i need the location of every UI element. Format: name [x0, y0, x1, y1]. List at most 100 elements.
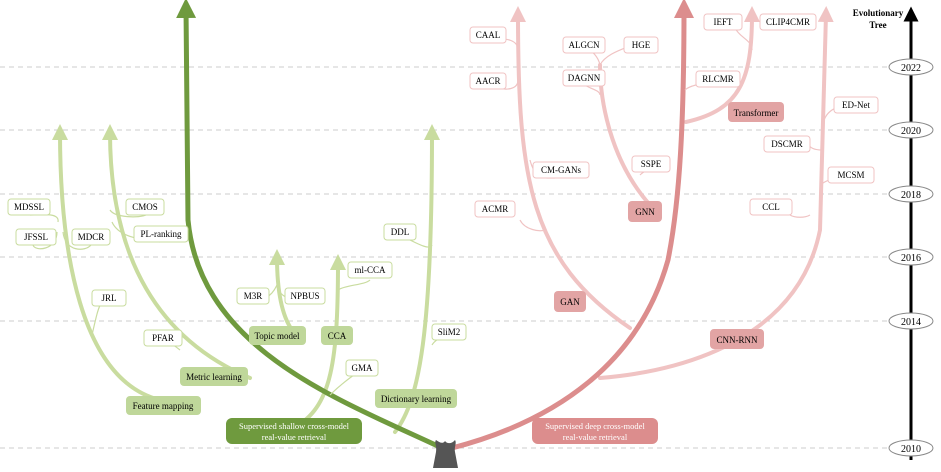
category-label: CCA [328, 331, 347, 341]
method-dscmr: DSCMR [763, 135, 811, 153]
category-topic-model: Topic model [249, 326, 306, 345]
year-marker-2020: 2020 [888, 121, 934, 139]
method-label: PL-ranking [141, 229, 182, 239]
method-label: MDSSL [14, 202, 44, 212]
root-shallow-line1: Supervised shallow cross-model [239, 421, 350, 431]
method-label: SSPE [641, 159, 662, 169]
method-label: CCL [762, 202, 780, 212]
year-label: 2016 [901, 253, 921, 264]
method-label: RLCMR [702, 74, 734, 84]
category-label: GNN [635, 207, 655, 217]
method-label: ACMR [482, 204, 509, 214]
method-label: ml-CCA [354, 265, 386, 275]
category-feature-mapping: Feature mapping [126, 396, 201, 415]
branch-metric-learning [102, 124, 252, 380]
method-label: DDL [391, 227, 410, 237]
root-deep-line1: Supervised deep cross-model [545, 421, 645, 431]
method-label: MDCR [78, 232, 105, 242]
category-label: Dictionary learning [381, 394, 452, 404]
category-label: Metric learning [186, 372, 242, 382]
branch-cnn-rnn [598, 6, 834, 380]
method-sspe: SSPE [631, 155, 671, 173]
category-gnn: GNN [628, 201, 662, 222]
method-label: SliM2 [438, 327, 461, 337]
deep-methods: CAAL AACR ALGCN HGE DAGNN IEFT CLIP4CMR … [469, 13, 879, 218]
shallow-branches [52, 0, 445, 451]
method-aacr: AACR [469, 72, 507, 90]
branch-feature-mapping [52, 124, 162, 402]
method-m3r: M3R [236, 287, 270, 305]
category-dictionary-learning: Dictionary learning [375, 389, 457, 408]
method-cmos: CMOS [125, 198, 165, 216]
category-labels: Feature mapping Metric learning Topic mo… [126, 102, 784, 415]
branch-cca [288, 254, 346, 432]
year-marker-2018: 2018 [888, 185, 934, 203]
method-algcn: ALGCN [562, 36, 606, 54]
method-pl-ranking: PL-ranking [133, 225, 189, 243]
method-label: ALGCN [569, 40, 600, 50]
method-ddl: DDL [383, 223, 417, 241]
method-label: ED-Net [842, 100, 870, 110]
method-label: DAGNN [568, 73, 601, 83]
method-acmr: ACMR [474, 200, 516, 218]
method-label: CM-GANs [541, 165, 582, 175]
method-label: DSCMR [771, 139, 803, 149]
method-label: M3R [244, 291, 263, 301]
year-marker-2010: 2010 [888, 439, 934, 457]
branch-deep-main [449, 0, 694, 451]
method-label: CMOS [132, 202, 158, 212]
year-label: 2010 [901, 444, 921, 455]
category-label: Transformer [734, 108, 779, 118]
method-label: CAAL [476, 30, 501, 40]
year-label: 2018 [901, 190, 921, 201]
method-npbus: NPBUS [284, 287, 326, 305]
method-mcsm: MCSM [827, 166, 875, 184]
timeline-years: 2022 2020 2018 2016 2014 2010 [888, 58, 934, 457]
root-deep-line2: real-value retrieval [563, 432, 628, 442]
timeline-title-line1: Evolutionary [853, 8, 904, 18]
method-jfssl: JFSSL [15, 228, 57, 246]
method-slim2: SliM2 [431, 323, 467, 341]
category-metric-learning: Metric learning [180, 367, 248, 386]
method-hge: HGE [623, 36, 659, 54]
root-shallow: Supervised shallow cross-model real-valu… [226, 418, 362, 444]
branch-gnn [598, 63, 652, 207]
branch-dictionary-learning [393, 124, 440, 434]
branch-transformer [684, 6, 760, 124]
method-ccl: CCL [749, 198, 793, 216]
tree-trunk-icon [433, 440, 458, 468]
category-label: CNN-RNN [716, 335, 758, 345]
method-ed-net: ED-Net [833, 96, 879, 114]
shallow-methods: MDSSL JFSSL MDCR CMOS PL-ranking JRL PFA… [7, 198, 467, 377]
deep-branches [449, 0, 834, 451]
method-caal: CAAL [469, 26, 507, 44]
root-shallow-line2: real-value retrieval [262, 432, 327, 442]
method-cm-gans: CM-GANs [532, 161, 590, 179]
category-label: Topic model [254, 331, 300, 341]
year-label: 2022 [901, 63, 921, 74]
method-ml-cca: ml-CCA [347, 261, 393, 279]
method-clip4cmr: CLIP4CMR [759, 13, 817, 31]
method-label: NPBUS [290, 291, 319, 301]
category-cca: CCA [321, 326, 353, 345]
year-marker-2014: 2014 [888, 312, 934, 330]
method-mdcr: MDCR [71, 228, 111, 246]
method-ieft: IEFT [703, 13, 743, 31]
method-label: IEFT [714, 17, 734, 27]
timeline-title-line2: Tree [869, 20, 886, 30]
year-marker-2016: 2016 [888, 248, 934, 266]
method-rlcmr: RLCMR [695, 70, 741, 88]
method-mdssl: MDSSL [7, 198, 51, 216]
category-gan: GAN [554, 291, 586, 312]
category-cnn-rnn: CNN-RNN [710, 329, 764, 349]
method-pfar: PFAR [143, 329, 183, 347]
category-label: GAN [560, 297, 580, 307]
year-label: 2020 [901, 126, 921, 137]
method-label: HGE [632, 40, 651, 50]
method-label: MCSM [837, 170, 864, 180]
method-label: JRL [101, 293, 116, 303]
method-label: CLIP4CMR [766, 17, 810, 27]
method-jrl: JRL [91, 289, 127, 307]
method-gma: GMA [345, 359, 379, 377]
